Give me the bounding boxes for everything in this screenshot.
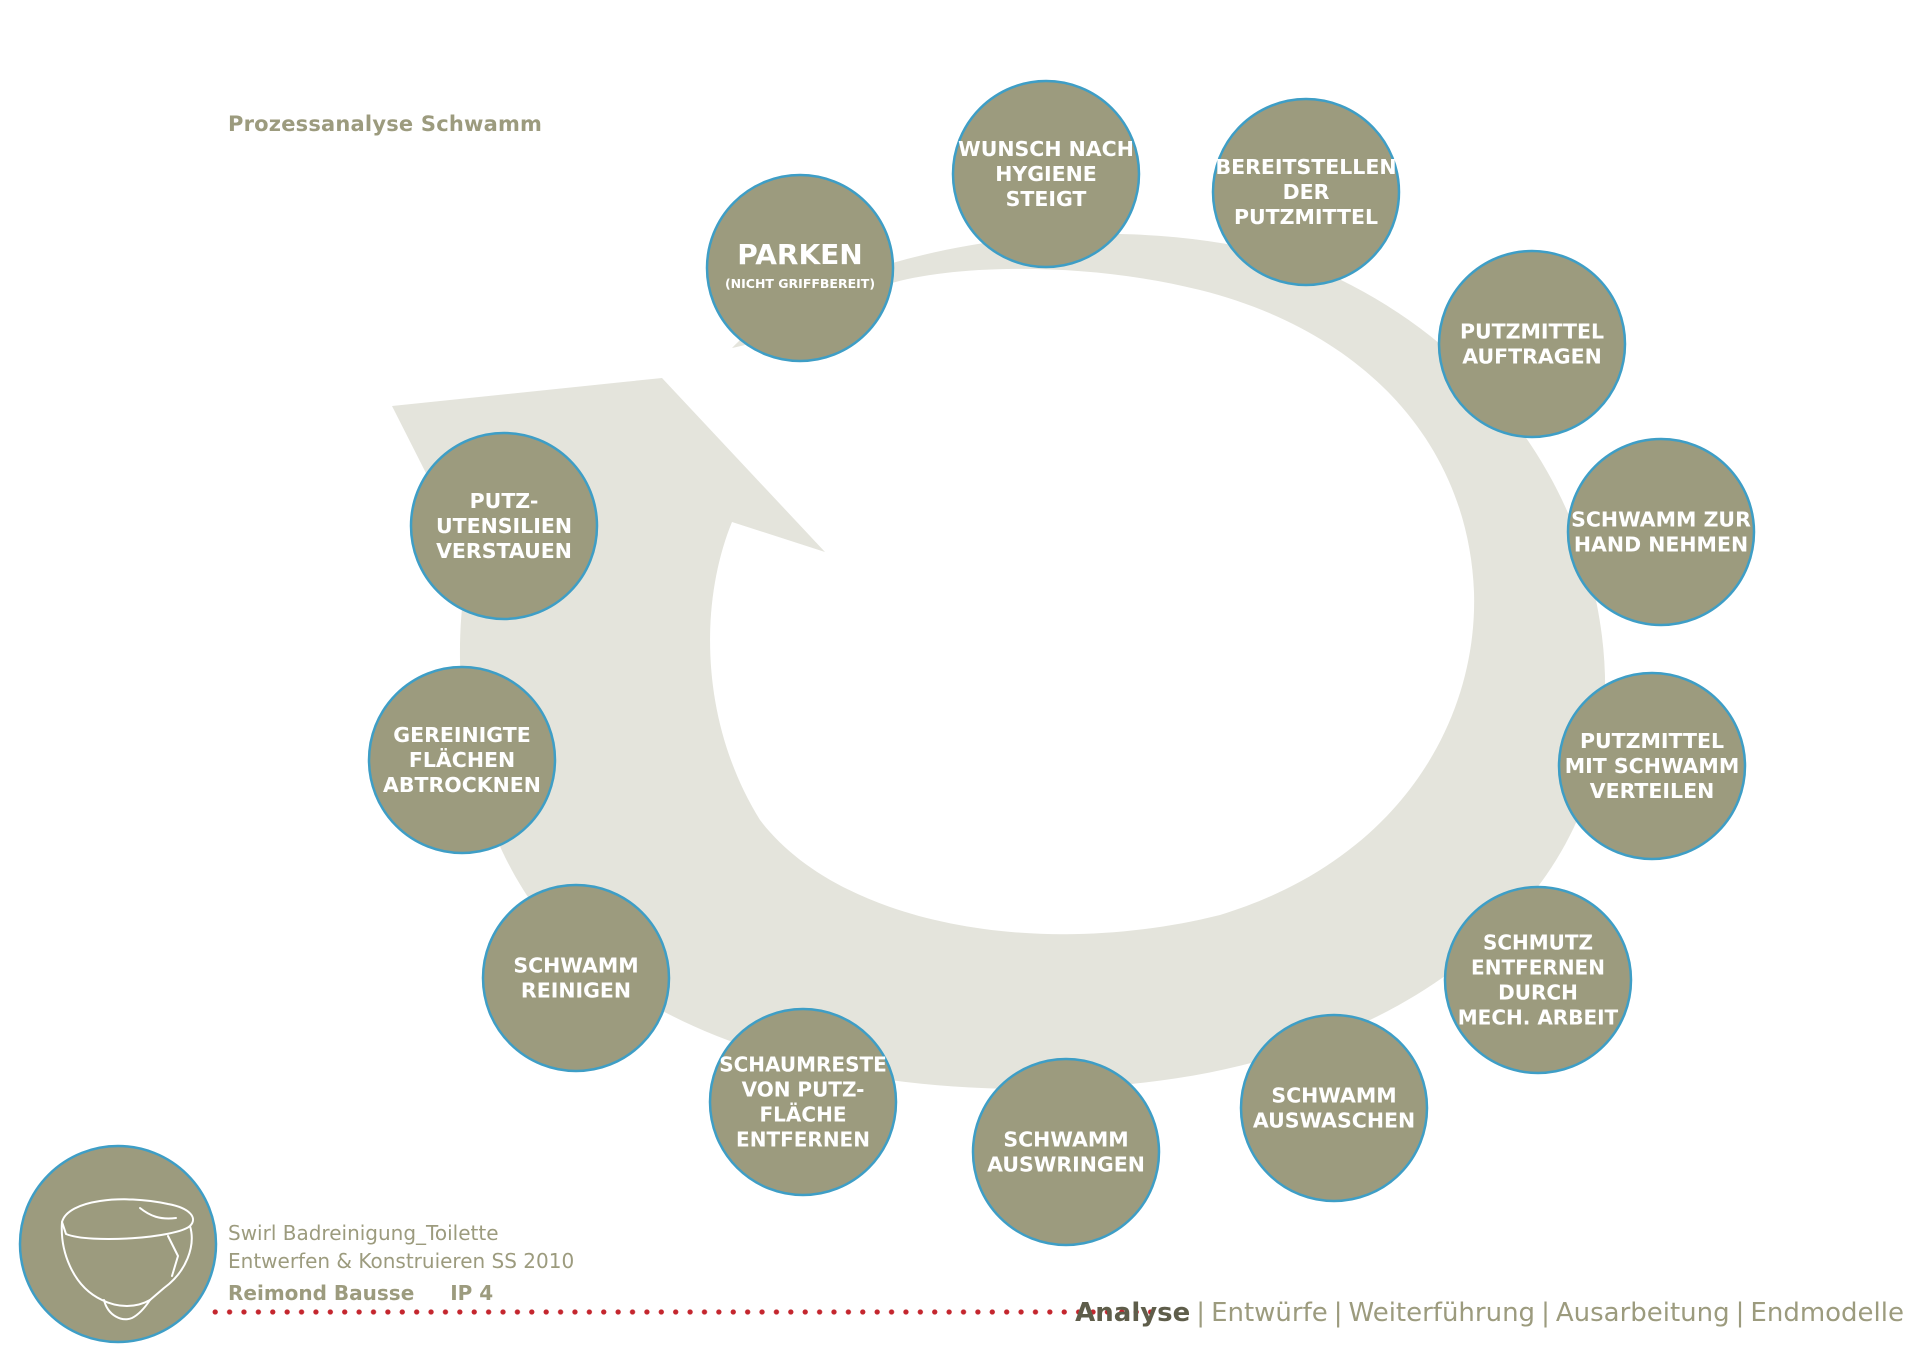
step-label-line: MECH. ARBEIT [1458, 1006, 1619, 1030]
toilet-icon [60, 1198, 195, 1321]
footer-ip: IP 4 [450, 1281, 494, 1305]
nav-item-endmodelle[interactable]: Endmodelle [1750, 1298, 1904, 1328]
footer-course: Entwerfen & Konstruieren SS 2010 [228, 1249, 575, 1273]
step-circle [705, 173, 895, 363]
step-label: PARKEN [737, 238, 862, 271]
step-label-line: AUFTRAGEN [1462, 345, 1602, 369]
step-label-line: AUSWASCHEN [1253, 1109, 1415, 1133]
process-step-1: PARKEN (NICHT GRIFFBEREIT) [705, 173, 895, 363]
step-label-line: SCHWAMM ZUR [1571, 508, 1751, 532]
step-label-line: HAND NEHMEN [1574, 533, 1748, 557]
step-circle [1437, 249, 1627, 439]
step-label-line: SCHAUMRESTE [719, 1053, 887, 1077]
step-label-line: SCHWAMM [1003, 1128, 1128, 1152]
nav-item-entwuerfe[interactable]: Entwürfe [1211, 1298, 1328, 1328]
footer-logo [18, 1144, 218, 1344]
step-label-line: ENTFERNEN [1471, 956, 1605, 980]
step-label-line: PUTZMITTEL [1234, 205, 1378, 229]
step-circle [1557, 671, 1747, 861]
nav-item-weiterfuehrung[interactable]: Weiterführung [1348, 1298, 1536, 1328]
step-circle [1211, 97, 1401, 287]
nav-separator: | [1333, 1298, 1343, 1328]
footer-author-line: Reimond Bausse IP 4 [228, 1281, 493, 1305]
step-label-line: AUSWRINGEN [987, 1153, 1145, 1177]
step-circle [708, 1007, 898, 1197]
step-label-line: VON PUTZ- [742, 1078, 865, 1102]
step-circle [971, 1057, 1161, 1247]
cycle-arrow [392, 233, 1606, 1089]
step-sublabel: (NICHT GRIFFBEREIT) [725, 276, 875, 291]
step-circle [1239, 1013, 1429, 1203]
step-label-line: GEREINIGTE [393, 723, 530, 747]
nav-separator: | [1541, 1298, 1550, 1328]
step-label-line: VERTEILEN [1590, 779, 1715, 803]
step-circle [481, 883, 671, 1073]
step-label-line: WUNSCH NACH [958, 137, 1134, 161]
step-circle [1566, 437, 1756, 627]
step-label-line: VERSTAUEN [436, 539, 572, 563]
step-label-line: BEREITSTELLEN [1215, 155, 1396, 179]
nav-separator: | [1196, 1298, 1206, 1328]
step-circle [1443, 885, 1633, 1075]
step-label-line: STEIGT [1006, 187, 1087, 211]
step-label-line: FLÄCHEN [409, 747, 515, 772]
step-label-line: PUTZ- [470, 489, 539, 513]
step-label-line: DURCH [1498, 981, 1578, 1005]
page-title: Prozessanalyse Schwamm [228, 112, 543, 136]
step-label-line: SCHMUTZ [1483, 931, 1593, 955]
step-label-line: MIT SCHWAMM [1565, 754, 1739, 778]
nav-separator: | [1735, 1298, 1745, 1328]
nav-item-analyse[interactable]: Analyse [1075, 1298, 1191, 1328]
step-label-line: PUTZMITTEL [1460, 320, 1604, 344]
step-label-line: SCHWAMM [1271, 1084, 1396, 1108]
step-circle [367, 665, 557, 855]
footer-project: Swirl Badreinigung_Toilette [228, 1221, 499, 1245]
section-nav: Analyse|Entwürfe|Weiterführung|Ausarbeit… [1075, 1298, 1904, 1328]
step-label-line: ENTFERNEN [736, 1128, 870, 1152]
step-label-line: DER [1283, 180, 1330, 204]
step-circle [951, 79, 1141, 269]
step-label-line: REINIGEN [521, 979, 631, 1003]
step-label-line: SCHWAMM [513, 954, 638, 978]
step-label-line: PUTZMITTEL [1580, 729, 1724, 753]
step-label-line: UTENSILIEN [436, 514, 572, 538]
dotted-divider [208, 1309, 1160, 1315]
nav-item-ausarbeitung[interactable]: Ausarbeitung [1555, 1298, 1730, 1328]
step-label-line: HYGIENE [995, 162, 1097, 186]
step-label-line: ABTROCKNEN [383, 773, 541, 797]
step-label-line: FLÄCHE [760, 1103, 847, 1127]
footer-author: Reimond Bausse [228, 1281, 415, 1305]
step-circle [409, 431, 599, 621]
